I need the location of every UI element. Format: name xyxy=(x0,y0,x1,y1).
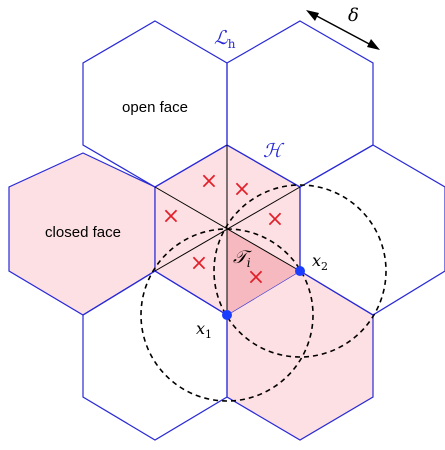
hexagon-label: ℋ xyxy=(263,140,285,162)
cross-marker: × xyxy=(266,207,284,232)
open-face-label: open face xyxy=(122,99,188,116)
spacing-label: δ xyxy=(348,5,359,26)
cross-marker: × xyxy=(162,204,180,229)
dashed-circle-x2 xyxy=(213,184,387,358)
point-x2 xyxy=(295,266,305,276)
cross-marker: × xyxy=(190,251,208,276)
lattice-label: ℒh xyxy=(214,27,236,51)
point-x1 xyxy=(222,310,232,320)
cross-marker: × xyxy=(233,177,251,202)
spacing-arrow xyxy=(306,10,380,50)
point-x1-label: x1 xyxy=(196,319,212,341)
point-x2-label: x2 xyxy=(312,251,328,273)
cross-markers: × × × × × × xyxy=(162,169,284,290)
cross-marker: × xyxy=(247,265,265,290)
triangle-ti xyxy=(227,229,300,315)
cross-marker: × xyxy=(200,169,218,194)
closed-face-label: closed face xyxy=(45,224,121,241)
dashed-circle-x1 xyxy=(140,228,314,402)
